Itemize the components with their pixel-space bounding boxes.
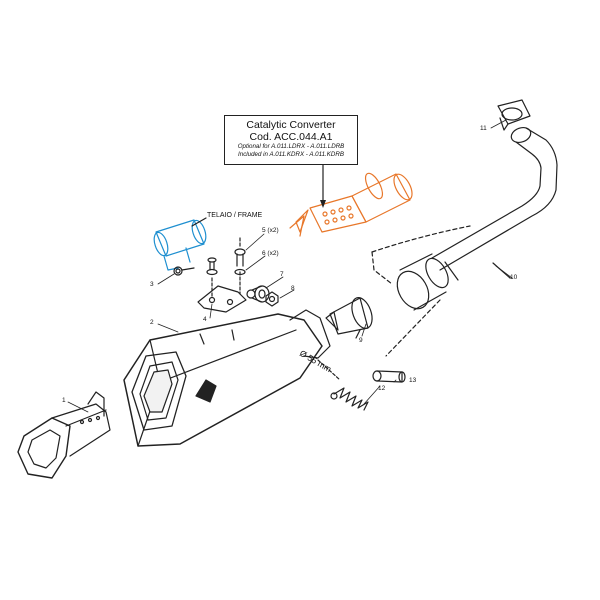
part-label-7: 7 <box>280 271 284 278</box>
part-label-5: 5 (x2) <box>262 227 279 234</box>
callout-note-included: Included in A.011.KDRX - A.011.KDRB <box>238 151 344 158</box>
part-label-8: 8 <box>291 285 295 292</box>
part-label-3: 3 <box>150 281 154 288</box>
part-label-10: 10 <box>510 274 518 281</box>
part-4-bracket-plate <box>197 271 247 313</box>
frame-label: TELAIO / FRAME <box>207 212 263 219</box>
part-label-13: 13 <box>409 377 417 384</box>
callout-title: Catalytic Converter <box>246 119 336 131</box>
part-label-2: 2 <box>150 319 154 326</box>
part-8-nut <box>265 291 279 307</box>
part-label-11: 11 <box>480 125 487 132</box>
part-5-bolt <box>234 237 246 267</box>
leader-lines <box>67 119 513 413</box>
part-label-6: 6 (x2) <box>262 250 279 257</box>
part-12-spring <box>330 387 369 411</box>
frame-bracket <box>153 219 207 271</box>
callout-note-optional: Optional for A.011.LDRX - A.011.LDRB <box>237 143 345 150</box>
part-13-pin <box>372 370 406 383</box>
part-label-1: 1 <box>62 397 66 404</box>
catalytic-converter <box>289 172 413 237</box>
catalytic-converter-callout: Catalytic Converter Cod. ACC.044.A1 Opti… <box>224 115 358 165</box>
callout-code: Cod. ACC.044.A1 <box>249 131 333 143</box>
part-2-silencer <box>123 309 331 447</box>
part-3-bolt <box>173 266 195 276</box>
part-9-db-killer <box>325 297 373 339</box>
part-label-9: 9 <box>359 337 363 344</box>
part-label-12: 12 <box>378 385 386 392</box>
part-10-link-pipe <box>371 126 558 357</box>
part-label-4: 4 <box>203 316 207 323</box>
part-6-washer <box>206 257 246 276</box>
part-1-end-cap <box>17 391 111 479</box>
part-11-clamp <box>497 99 531 131</box>
